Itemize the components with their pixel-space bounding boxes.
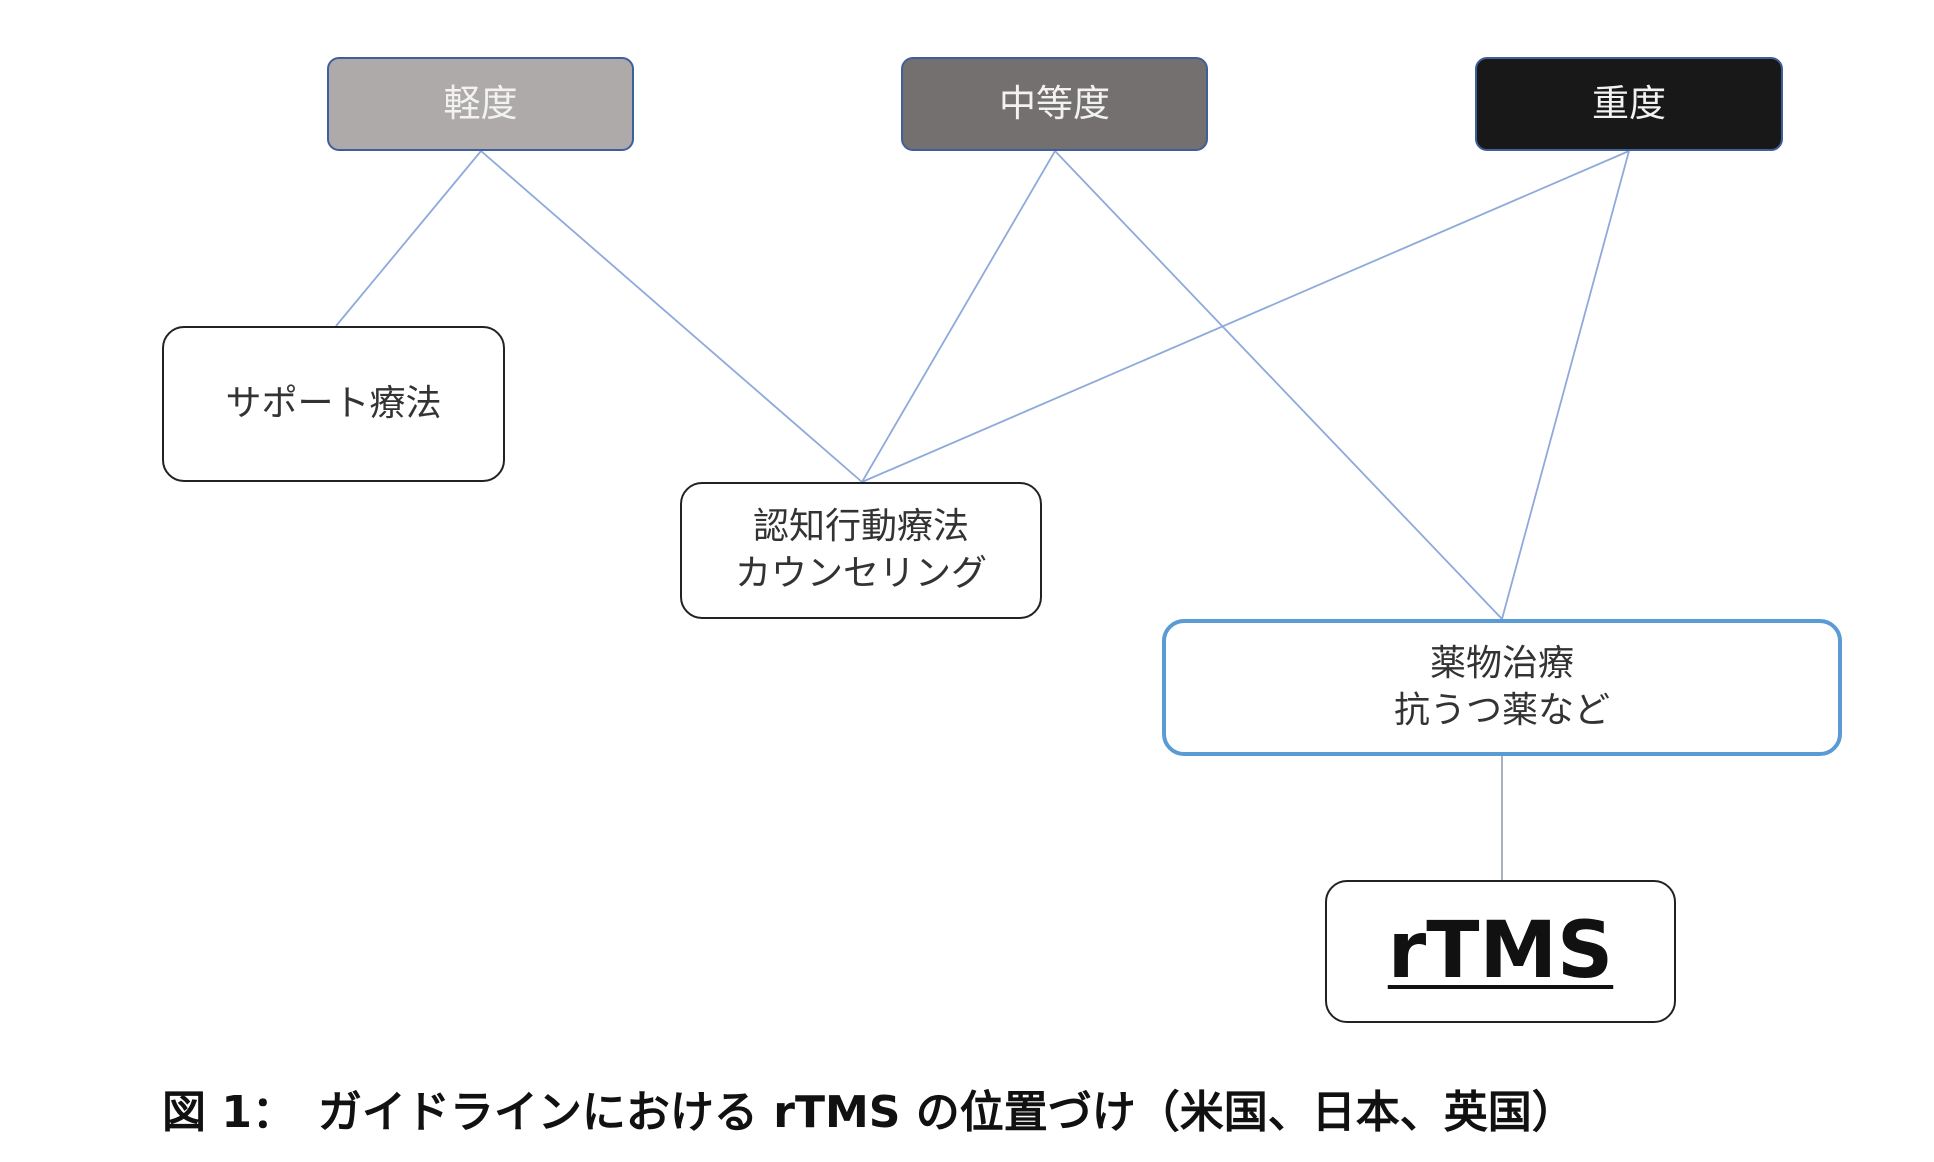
connector-mild-support bbox=[335, 150, 482, 327]
connector-mild-cbt bbox=[480, 150, 863, 483]
node-rtms: rTMS bbox=[1325, 880, 1676, 1023]
severity-mild-label: 軽度 bbox=[443, 81, 518, 125]
drug-label-line1: 薬物治療 bbox=[1429, 642, 1574, 684]
cbt-label-line2: カウンセリング bbox=[734, 552, 987, 594]
severity-moderate-label: 中等度 bbox=[999, 81, 1110, 125]
connector-severe-cbt bbox=[861, 150, 1630, 483]
connector-moderate-drug bbox=[1054, 150, 1503, 620]
drug-label-line2: 抗うつ薬など bbox=[1393, 689, 1610, 731]
connector-moderate-cbt bbox=[861, 150, 1056, 483]
severity-moderate: 中等度 bbox=[901, 57, 1208, 151]
rtms-label: rTMS bbox=[1387, 905, 1614, 996]
node-support-therapy: サポート療法 bbox=[162, 326, 505, 482]
figure-caption: 図 1： ガイドラインにおける rTMS の位置づけ（米国、日本、英国） bbox=[162, 1087, 1576, 1138]
cbt-label-line1: 認知行動療法 bbox=[752, 505, 969, 547]
support-therapy-label: サポート療法 bbox=[225, 382, 442, 424]
severity-severe: 重度 bbox=[1475, 57, 1783, 151]
connector-severe-drug bbox=[1501, 150, 1630, 620]
severity-mild: 軽度 bbox=[327, 57, 634, 151]
node-drug-therapy: 薬物治療 抗うつ薬など bbox=[1162, 619, 1842, 756]
severity-severe-label: 重度 bbox=[1592, 81, 1666, 125]
node-cbt: 認知行動療法 カウンセリング bbox=[680, 482, 1042, 619]
